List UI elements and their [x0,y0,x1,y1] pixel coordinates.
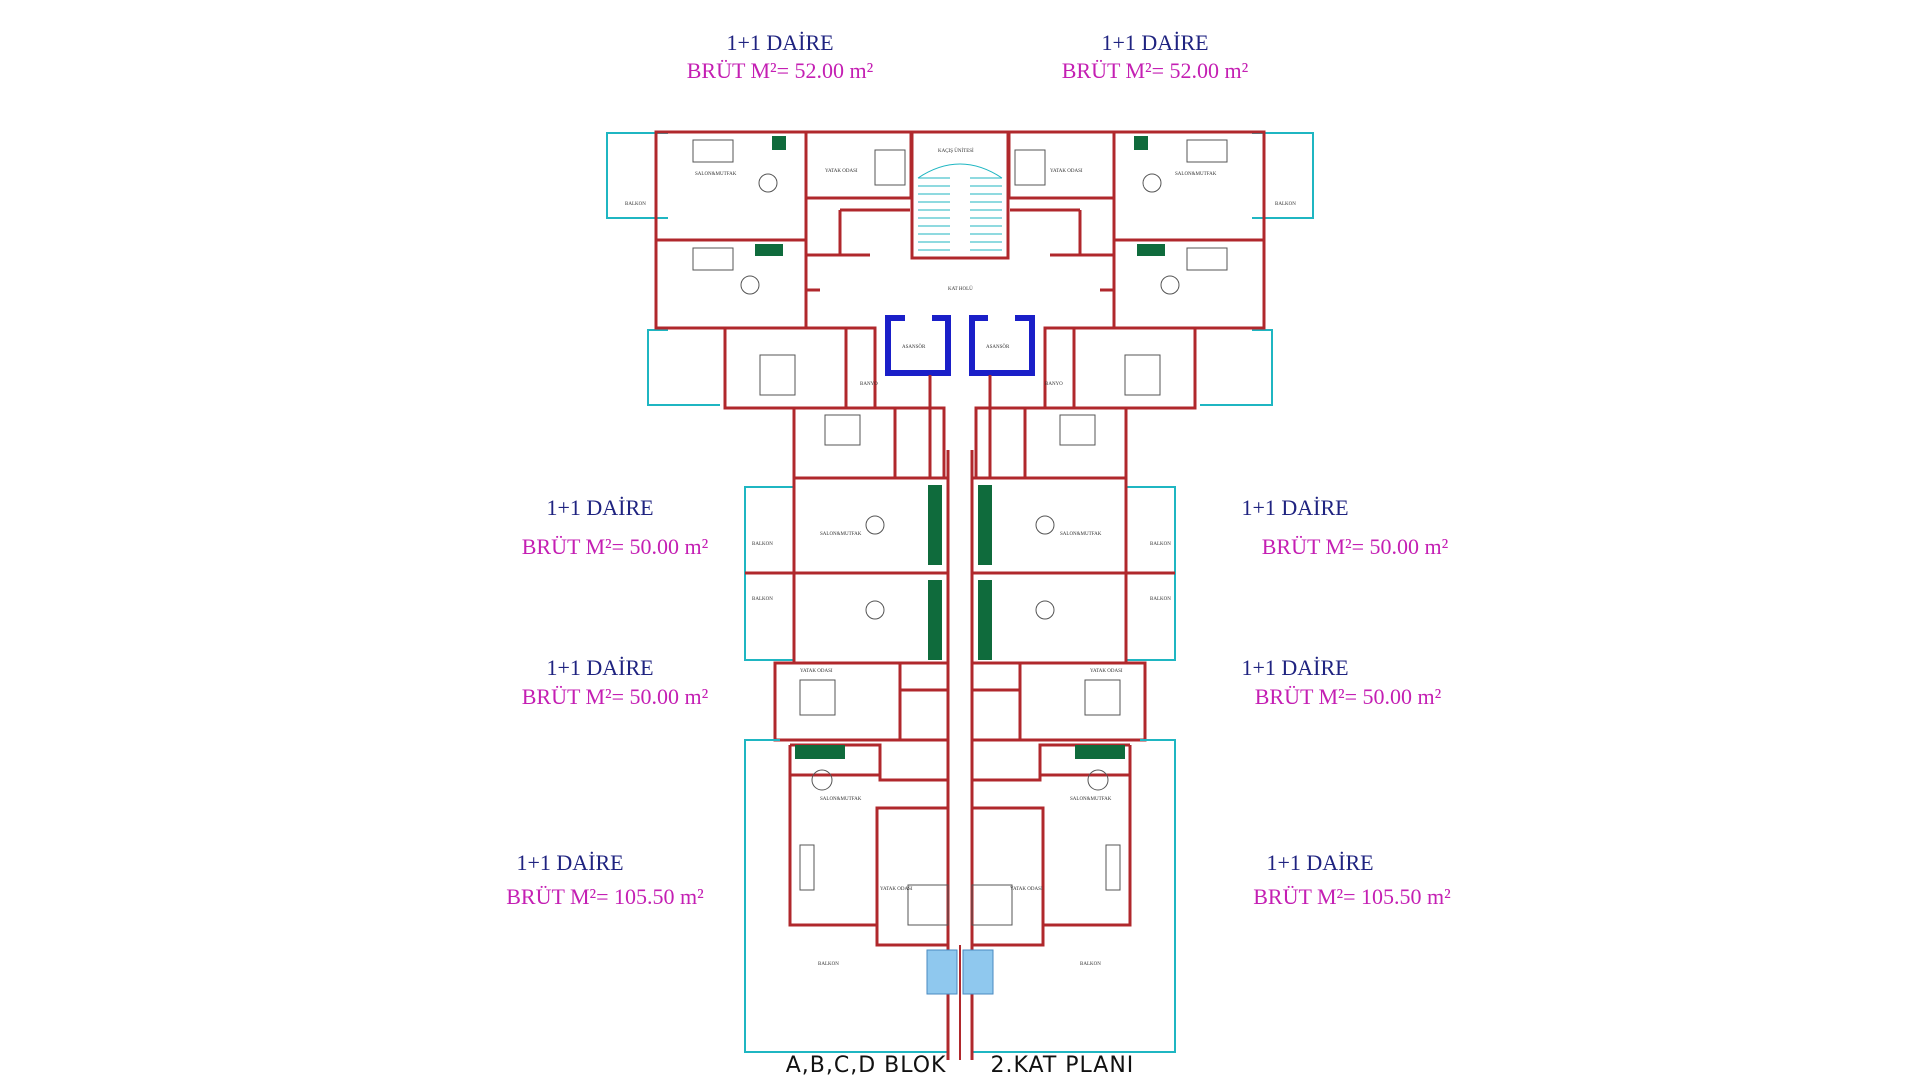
unit-area-top-right: BRÜT M²= 52.00 m² [1061,58,1249,83]
pool-right [962,949,994,995]
room-label-balcony-ml2: BALKON [752,597,773,602]
unit-type-top-right: 1+1 DAİRE [1101,30,1209,55]
room-label-balcony-mr2: BALKON [1150,597,1171,602]
balcony-outline-top-left [606,132,720,406]
room-label-elevator-left: ASANSÖR [902,344,926,350]
walls-mid-left-units [745,406,950,742]
balcony-outline-top-right [1200,132,1314,406]
room-label-bed-mr: YATAK ODASI [1090,669,1123,674]
block-label: A,B,C,D BLOK [785,1053,947,1078]
walls-top-right-unit [1007,130,1266,410]
floor-label: 2.KAT PLANI [990,1053,1135,1078]
balcony-outline-bottom-right [972,739,1176,1053]
furniture [692,139,1228,926]
room-label-living-bl: SALON&MUTFAK [820,797,862,802]
unit-type-low-right: 1+1 DAİRE [1241,655,1349,680]
elevator-left [885,315,951,376]
room-label-bed-tl: YATAK ODASI [825,169,858,174]
room-label-balcony-tr: BALKON [1275,202,1296,207]
room-label-bed-ml: YATAK ODASI [800,669,833,674]
room-label-living-mr: SALON&MUTFAK [1060,532,1102,537]
plan-caption: A,B,C,D BLOK 2.KAT PLANI [0,1053,1920,1078]
balcony-outline-bottom-left [744,739,948,1053]
stair-core [910,130,1010,260]
unit-type-mid-right: 1+1 DAİRE [1241,495,1349,520]
room-label-stairs: KAÇIŞ ÜNİTESİ [938,148,974,154]
room-label-living-tl: SALON&MUTFAK [695,172,737,177]
room-label-bath-left: BANYO [860,382,878,387]
unit-area-low-left: BRÜT M²= 50.00 m² [521,684,709,709]
stair-steps [917,163,1003,251]
room-label-living-tr: SALON&MUTFAK [1175,172,1217,177]
room-label-balcony-br: BALKON [1080,962,1101,967]
pool-left [926,949,958,995]
walls-bottom-left-unit [788,743,950,1060]
elevator-right [969,315,1035,376]
room-label-balcony-tl: BALKON [625,202,646,207]
room-label-bed-br: YATAK ODASI [1010,887,1043,892]
unit-type-bottom-right: 1+1 DAİRE [1266,850,1374,875]
room-label-balcony-mr: BALKON [1150,542,1171,547]
unit-area-mid-left: BRÜT M²= 50.00 m² [521,534,709,559]
kitchen-counters [755,136,1165,759]
walls-bottom-right-unit [970,743,1132,1060]
unit-area-bottom-right: BRÜT M²= 105.50 m² [1253,884,1451,909]
walls-mid-right-units [970,406,1175,742]
unit-area-bottom-left: BRÜT M²= 105.50 m² [506,884,704,909]
unit-area-mid-right: BRÜT M²= 50.00 m² [1261,534,1449,559]
room-label-bath-right: BANYO [1045,382,1063,387]
unit-type-bottom-left: 1+1 DAİRE [516,850,624,875]
room-label-balcony-ml: BALKON [752,542,773,547]
room-label-elevator-right: ASANSÖR [986,344,1010,350]
unit-type-low-left: 1+1 DAİRE [546,655,654,680]
room-label-hall: KAT HOLÜ [948,286,973,292]
room-label-bed-bl: YATAK ODASI [880,887,913,892]
unit-type-mid-left: 1+1 DAİRE [546,495,654,520]
unit-type-top-left: 1+1 DAİRE [726,30,834,55]
unit-area-top-left: BRÜT M²= 52.00 m² [686,58,874,83]
room-label-living-br: SALON&MUTFAK [1070,797,1112,802]
unit-area-low-right: BRÜT M²= 50.00 m² [1254,684,1442,709]
room-label-balcony-bl: BALKON [818,962,839,967]
room-label-bed-tr: YATAK ODASI [1050,169,1083,174]
room-label-living-ml: SALON&MUTFAK [820,532,862,537]
